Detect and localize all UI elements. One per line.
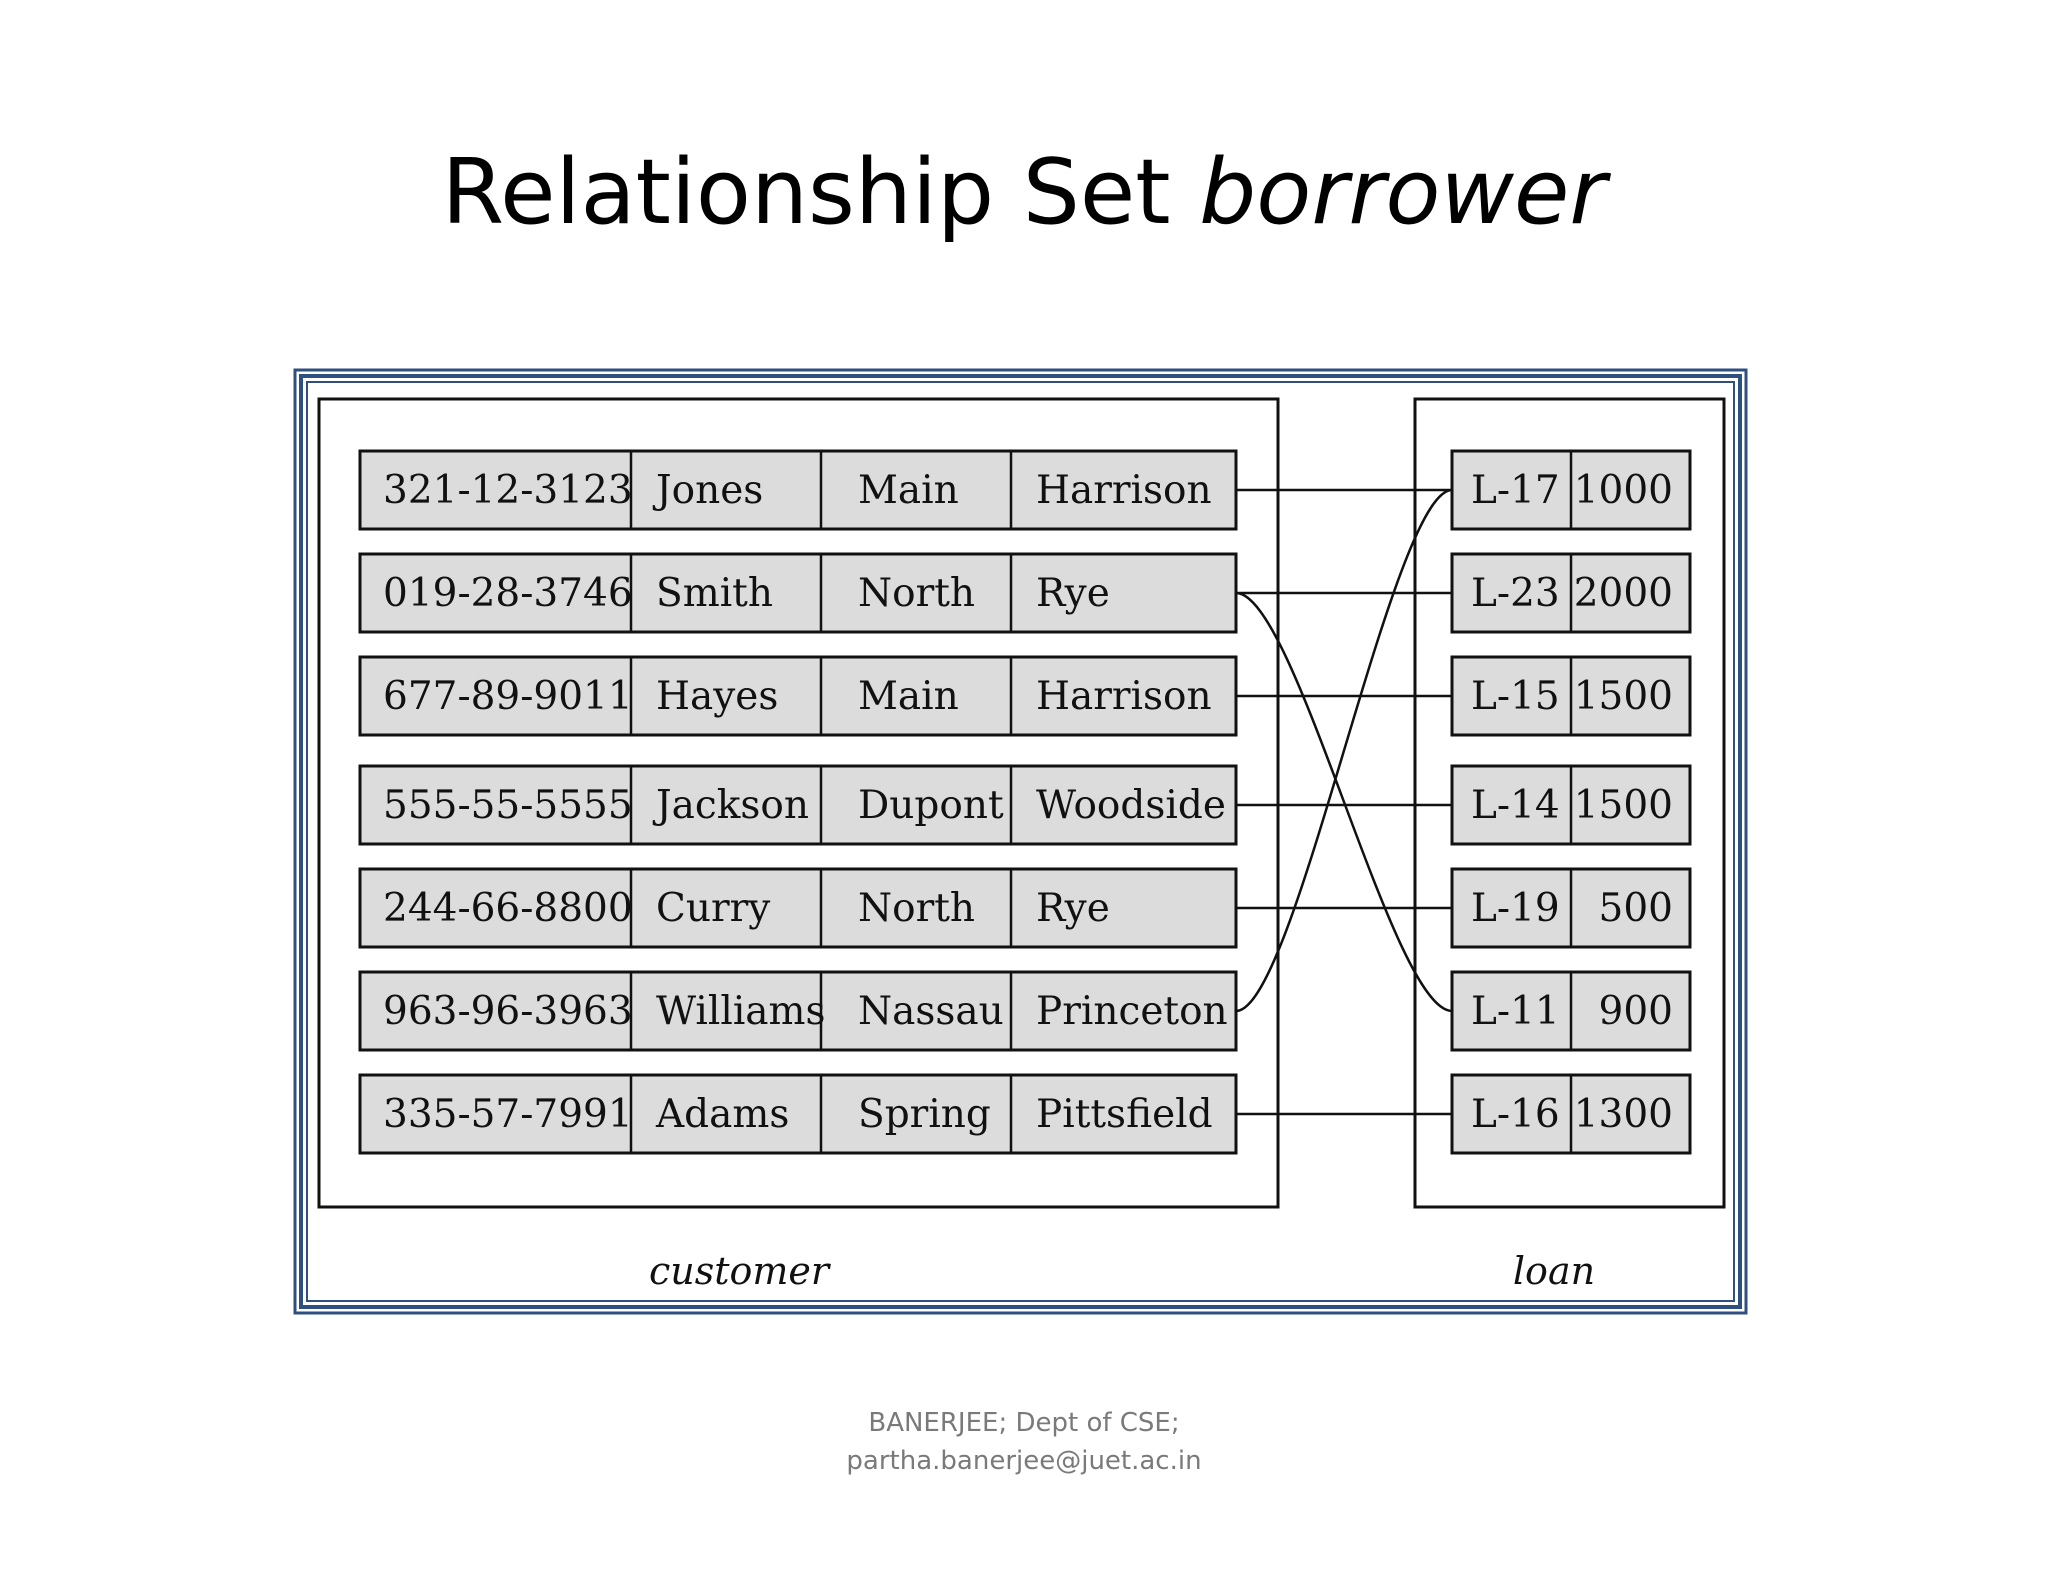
customer-row-box [358,552,1238,634]
customer-name: Smith [656,571,773,616]
customer-row: 677-89-9011 Hayes Main Harrison [358,655,1238,737]
customer-row-box [358,449,1238,531]
customer-row: 019-28-3746 Smith North Rye [358,552,1238,634]
loan-row: L-14 1500 [1450,764,1692,846]
customer-city: Rye [1036,571,1110,616]
customer-row-box [358,1073,1238,1155]
frame-border-middle [299,374,1742,1309]
customer-street: North [858,886,975,931]
customer-row-box [358,655,1238,737]
customer-id: 963-96-3963 [383,989,633,1034]
frame-border-inner [306,381,1735,1302]
customer-name: Jones [652,468,763,513]
loan-row: L-17 1000 [1450,449,1692,531]
customer-row-box [358,764,1238,846]
loan-row: L-19 500 [1450,867,1692,949]
customer-row: 244-66-8800 Curry North Rye [358,867,1238,949]
customer-entity-set [317,397,1280,1209]
customer-city: Harrison [1036,674,1212,719]
loan-number: L-11 [1471,989,1560,1034]
customer-id: 555-55-5555 [383,783,633,828]
customer-id: 244-66-8800 [383,886,633,931]
loan-amount: 900 [1599,989,1673,1034]
loan-amount: 1300 [1574,1092,1673,1137]
customer-id: 321-12-3123 [383,468,633,513]
customer-id: 019-28-3746 [383,571,633,616]
customer-street: Spring [858,1092,991,1137]
customer-row: 335-57-7991 Adams Spring Pittsfield [358,1073,1238,1155]
customer-name: Williams [656,989,826,1034]
loan-amount: 500 [1599,886,1673,931]
customer-city: Pittsfield [1036,1092,1213,1137]
customer-name: Hayes [656,674,778,719]
customer-city: Harrison [1036,468,1212,513]
customer-street: North [858,571,975,616]
loan-row: L-16 1300 [1450,1073,1692,1155]
customer-street: Nassau [858,989,1004,1034]
diagram-frame [293,368,1748,1315]
customer-row: 963-96-3963 Williams Nassau Princeton [358,970,1238,1052]
customer-name: Jackson [652,783,809,828]
loan-amount: 1500 [1574,783,1673,828]
customer-id: 677-89-9011 [383,674,633,719]
loan-set-label: loan [1513,1249,1595,1293]
loan-number: L-16 [1471,1092,1560,1137]
loan-number: L-23 [1471,571,1560,616]
borrower-link [1235,591,1453,1013]
borrower-links [1235,488,1453,1116]
customer-id: 335-57-7991 [383,1092,633,1137]
loan-set-box [1413,397,1726,1209]
customer-street: Dupont [858,783,1004,828]
loan-amount: 1500 [1574,674,1673,719]
customer-row-box [358,867,1238,949]
customer-row: 555-55-5555 Jackson Dupont Woodside [358,764,1238,846]
customer-street: Main [858,674,959,719]
frame-border-outer [293,368,1748,1315]
footer-line-2: partha.banerjee@juet.ac.in [846,1446,1202,1476]
customer-row: 321-12-3123 Jones Main Harrison [358,449,1238,531]
customer-city: Princeton [1036,989,1228,1034]
loan-row: L-23 2000 [1450,552,1692,634]
loan-amount: 1000 [1574,468,1673,513]
loan-number: L-19 [1471,886,1560,931]
footer: BANERJEE; Dept of CSE; partha.banerjee@j… [0,1404,2048,1480]
loan-entity-set [1413,397,1726,1209]
loan-row: L-11 900 [1450,970,1692,1052]
slide-title: Relationship Set borrower [0,148,2048,238]
footer-line-1: BANERJEE; Dept of CSE; [868,1408,1180,1438]
loan-number: L-14 [1471,783,1560,828]
customer-name: Curry [656,886,770,931]
customer-city: Rye [1036,886,1110,931]
loan-amount: 2000 [1574,571,1673,616]
customer-row-box [358,970,1238,1052]
title-text: Relationship Set [441,140,1200,245]
customer-city: Woodside [1036,783,1226,828]
loan-number: L-15 [1471,674,1560,719]
loan-row: L-15 1500 [1450,655,1692,737]
customer-set-label: customer [649,1249,832,1293]
borrower-link [1235,488,1453,1013]
title-italic: borrower [1199,140,1607,245]
customer-street: Main [858,468,959,513]
customer-set-box [317,397,1280,1209]
customer-name: Adams [655,1092,789,1137]
loan-number: L-17 [1471,468,1560,513]
